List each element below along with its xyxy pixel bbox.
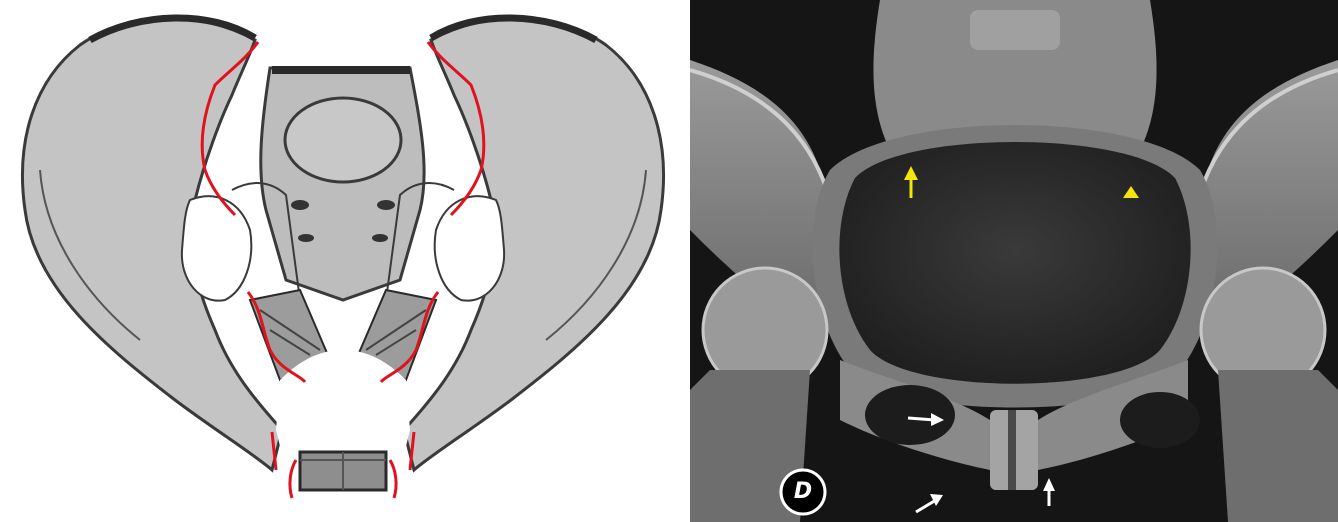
left-obturator-foramen	[182, 196, 251, 300]
right-obturator-foramen-xray	[1120, 392, 1200, 448]
vertebral-body	[285, 98, 401, 182]
left-obturator-foramen-xray	[865, 385, 955, 445]
pelvic-inlet	[839, 142, 1190, 384]
pelvis-radiograph-panel: D	[690, 0, 1338, 522]
right-obturator-foramen	[435, 196, 504, 300]
panel-label-text: D	[793, 478, 813, 506]
pelvis-radiograph-image	[690, 0, 1338, 522]
pelvis-schematic-panel	[0, 0, 686, 522]
pelvis-schematic-drawing	[0, 0, 686, 522]
